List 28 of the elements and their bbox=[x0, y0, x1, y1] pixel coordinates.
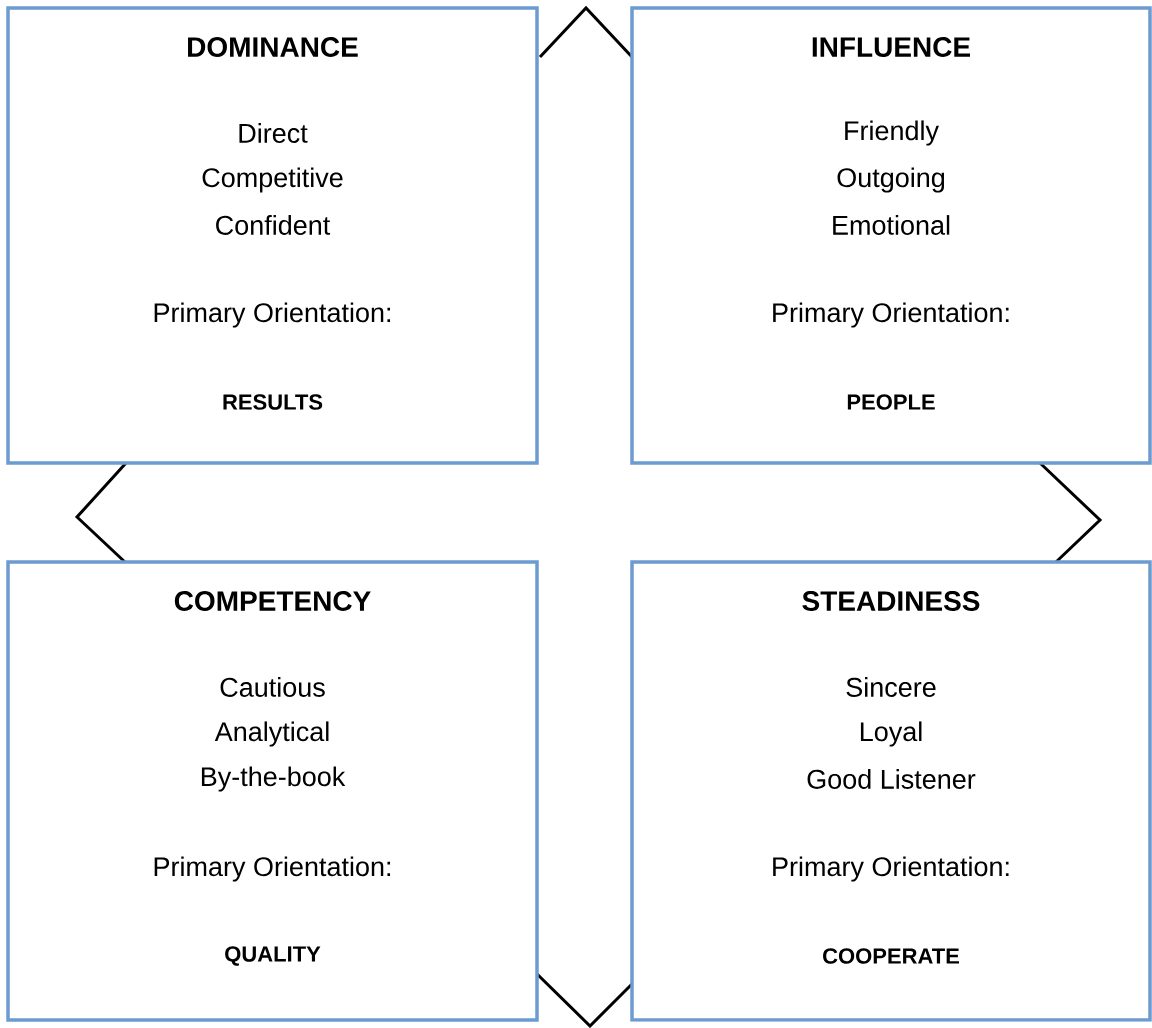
orientation-value: COOPERATE bbox=[823, 948, 959, 964]
box-heading: COMPETENCY bbox=[174, 591, 371, 611]
trait-text: Analytical bbox=[214, 721, 329, 747]
orientation-label: Primary Orientation: bbox=[154, 856, 390, 882]
orientation-label: Primary Orientation: bbox=[154, 302, 390, 328]
trait-text: Friendly bbox=[845, 120, 939, 146]
box-heading: STEADINESS bbox=[802, 591, 980, 611]
trait-text: By-the-book bbox=[201, 766, 346, 792]
quadrant-box bbox=[630, 560, 1152, 1022]
trait-text: Outgoing bbox=[837, 167, 945, 193]
orientation-value: QUALITY bbox=[225, 946, 321, 966]
trait-text: Loyal bbox=[860, 721, 922, 747]
trait-text: Good Listener bbox=[807, 769, 976, 789]
quadrant-box bbox=[630, 6, 1152, 465]
trait-text: Emotional bbox=[833, 215, 950, 235]
orientation-label: Primary Orientation: bbox=[773, 302, 1009, 328]
box-heading: INFLUENCE bbox=[812, 37, 970, 57]
trait-text: Direct bbox=[239, 123, 308, 143]
orientation-value: PEOPLE bbox=[847, 394, 935, 410]
trait-text: Cautious bbox=[220, 677, 325, 697]
box-heading: DOMINANCE bbox=[188, 37, 358, 57]
quadrant-box bbox=[6, 6, 539, 465]
trait-text: Sincere bbox=[846, 677, 936, 697]
trait-text: Confident bbox=[216, 215, 331, 235]
orientation-label: Primary Orientation: bbox=[773, 856, 1009, 882]
orientation-value: RESULTS bbox=[223, 394, 323, 410]
quadrant-box bbox=[6, 560, 539, 1022]
trait-text: Competitive bbox=[202, 167, 343, 193]
